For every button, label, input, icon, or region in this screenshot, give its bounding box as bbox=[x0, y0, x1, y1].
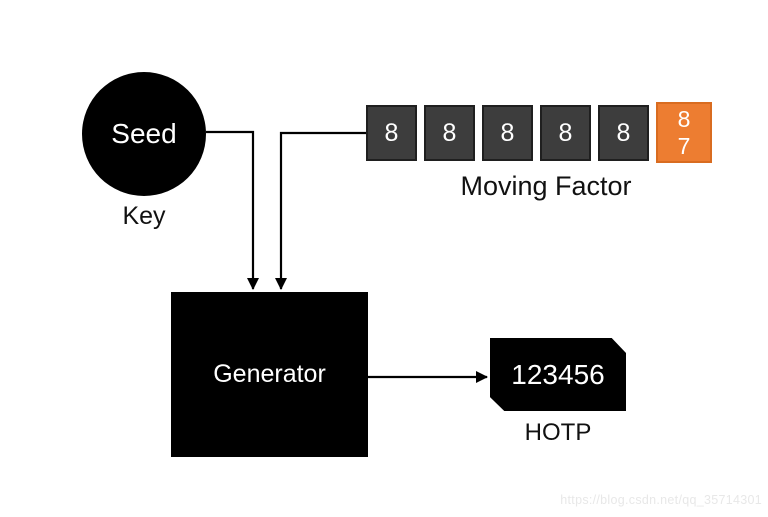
moving-factor-cell: 8 bbox=[598, 105, 649, 161]
moving-factor-cell: 8 bbox=[540, 105, 591, 161]
moving-factor-label: Moving Factor bbox=[460, 171, 632, 201]
counter-bottom-digit: 7 bbox=[677, 132, 691, 159]
seed-node: Seed bbox=[82, 72, 206, 196]
cell-digit: 8 bbox=[558, 118, 573, 147]
seed-node-label: Seed bbox=[111, 118, 177, 149]
cell-digit: 8 bbox=[616, 118, 631, 147]
cell-digit: 8 bbox=[384, 118, 399, 147]
moving-factor-cell: 8 bbox=[424, 105, 475, 161]
key-label: Key bbox=[122, 202, 166, 230]
moving-factor-cell: 8 bbox=[366, 105, 417, 161]
hotp-value-node: 123456 bbox=[490, 338, 626, 411]
hotp-value: 123456 bbox=[511, 358, 605, 390]
moving-factor-cell: 8 bbox=[482, 105, 533, 161]
csdn-watermark: https://blog.csdn.net/qq_35714301 bbox=[560, 493, 762, 507]
generator-node-label: Generator bbox=[213, 360, 326, 388]
moving-factor-row: 8 8 8 8 8 8 7 bbox=[366, 102, 712, 163]
generator-node: Generator bbox=[171, 292, 368, 457]
cell-digit: 8 bbox=[442, 118, 457, 147]
seed-to-generator-connector bbox=[206, 130, 259, 290]
moving-factor-to-generator-connector bbox=[275, 131, 366, 290]
hotp-label: HOTP bbox=[524, 419, 592, 446]
cell-digit: 8 bbox=[500, 118, 515, 147]
counter-top-digit: 8 bbox=[677, 105, 691, 132]
moving-factor-counter-cell: 8 7 bbox=[656, 102, 712, 163]
